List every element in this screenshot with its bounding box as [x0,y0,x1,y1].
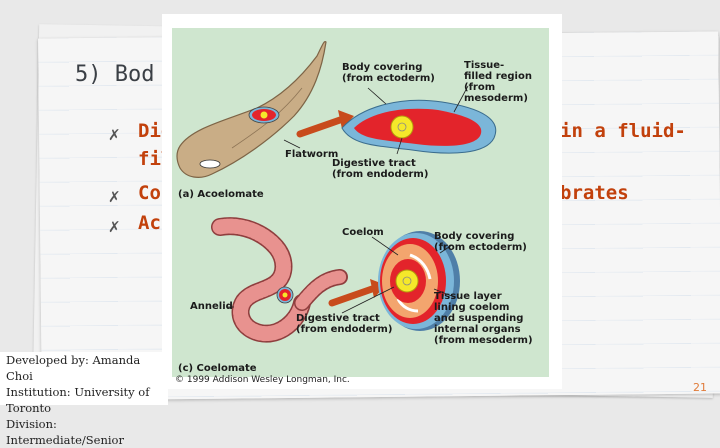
leader-body-covering-c [439,244,453,254]
label-flatworm: Flatworm [285,149,339,160]
label-body-covering-a: Body covering (from ectoderm) [342,62,435,84]
page-number: 21 [693,381,707,394]
label-tissue-filled-region: Tissue- filled region (from mesoderm) [464,60,532,104]
flatworm-eye [199,159,221,169]
transition-arrowhead-a [338,110,354,129]
leader-digestive-c [341,286,395,314]
bullet-text-2-right: brates [560,182,629,204]
acoelomate-mesoderm [354,108,482,146]
leader-tissue-region [453,85,469,113]
caption-acoelomate: (a) Acoelomate [178,189,264,200]
bullet-text-2: Co [138,182,161,204]
bullet-marker-1: ✗ [108,126,121,144]
acoelomate-illustration [176,41,497,178]
label-coelom: Coelom [342,227,384,238]
credit-division: Division: Intermediate/Senior [6,417,124,447]
bullet-marker-2: ✗ [108,188,121,206]
leader-tissue-layer [433,288,455,298]
leader-coelom [371,236,399,256]
bullet-text-3: Ac [138,212,161,234]
annelid-tail [295,270,347,310]
panel-acoelomate: Body covering (from ectoderm) Tissue- fi… [172,28,549,206]
coelom-highlight-2 [396,298,419,313]
leader-digestive-a [396,137,403,155]
credit-institution: Institution: University of Toronto [6,385,150,415]
label-annelid: Annelid [190,301,233,312]
slide-title: 5) Bod [75,62,155,87]
leader-body-covering-a [367,87,387,105]
acoelomate-gut-lumen [397,122,407,132]
label-digestive-tract-c: Digestive tract (from endoderm) [296,313,393,335]
body-cavity-figure: Body covering (from ectoderm) Tissue- fi… [162,14,562,389]
label-tissue-layer: Tissue layer lining coelom and suspendin… [434,291,533,346]
label-body-covering-c: Body covering (from ectoderm) [434,231,527,253]
leader-flatworm [283,139,301,149]
bullet-marker-3: ✗ [108,218,121,236]
coelomate-gut-lumen [402,276,412,286]
coelomate-illustration [211,217,460,343]
bullet-text-1-right: in a fluid- [560,120,686,142]
flatworm-cut-endoderm [260,111,268,119]
transition-arrow-c [328,285,376,307]
coelom-highlight-1 [409,253,432,280]
label-digestive-tract-a: Digestive tract (from endoderm) [332,158,429,180]
annelid-body [212,218,310,342]
annelid-cut-endoderm [282,292,288,298]
panel-coelomate: Coelom Body covering (from ectoderm) Tis… [172,203,549,377]
credit-box: Developed by: Amanda Choi Institution: U… [0,352,168,447]
credit-developer: Developed by: Amanda Choi [6,353,141,383]
caption-coelomate: (c) Coelomate [178,363,257,374]
figure-copyright: © 1999 Addison Wesley Longman, Inc. [175,375,350,385]
transition-arrow-a [296,116,344,138]
